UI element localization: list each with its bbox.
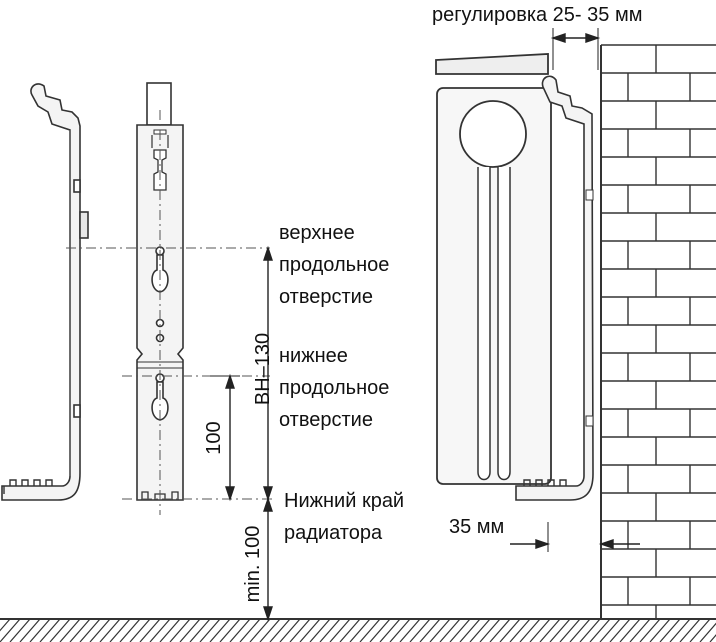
hatch-line — [189, 618, 211, 642]
hatch-line — [199, 618, 221, 642]
hatch-line — [79, 618, 101, 642]
hatch-line — [639, 618, 661, 642]
hatch-line — [619, 618, 641, 642]
hatch-line — [29, 618, 51, 642]
dimension-lines — [210, 28, 640, 622]
hatch-line — [569, 618, 591, 642]
hatch-line — [119, 618, 141, 642]
hatch-line — [209, 618, 231, 642]
hatch-line — [529, 618, 551, 642]
hatch-line — [269, 618, 291, 642]
hatch-line — [39, 618, 61, 642]
hatch-line — [559, 618, 581, 642]
brick-wall — [600, 44, 716, 619]
hatch-line — [539, 618, 561, 642]
upper-hole-label-line3: отверстие — [279, 286, 373, 308]
hatch-line — [589, 618, 611, 642]
hatch-line — [259, 618, 281, 642]
hatch-line — [139, 618, 161, 642]
hatch-line — [679, 618, 701, 642]
hatch-line — [549, 618, 571, 642]
hatch-line — [629, 618, 651, 642]
wall-gap-label: 35 мм — [449, 516, 505, 538]
hatch-line — [169, 618, 191, 642]
hatch-line — [369, 618, 391, 642]
hatch-line — [449, 618, 471, 642]
wall-bracket-right — [515, 75, 594, 501]
hatch-line — [609, 618, 631, 642]
hatch-line — [659, 618, 681, 642]
dimension-100-label: 100 — [203, 421, 225, 455]
hatch-line — [149, 618, 171, 642]
upper-hole-label-line2: продольное — [279, 254, 390, 276]
hatch-line — [299, 618, 321, 642]
hatch-line — [479, 618, 501, 642]
hatch-line — [469, 618, 491, 642]
side-bracket-left — [1, 83, 89, 501]
hatch-line — [9, 618, 31, 642]
hatch-line — [49, 618, 71, 642]
hatch-line — [339, 618, 361, 642]
hatch-line — [399, 618, 421, 642]
hatch-line — [419, 618, 441, 642]
hatch-line — [159, 618, 181, 642]
hatch-line — [439, 618, 461, 642]
hatch-line — [229, 618, 251, 642]
dimension-bh-label: BH–130 — [252, 332, 274, 406]
hatch-line — [319, 618, 341, 642]
hatch-line — [689, 618, 711, 642]
upper-hole-label-line1: верхнее — [279, 222, 355, 244]
reference-lines — [66, 110, 276, 515]
hatch-line — [109, 618, 131, 642]
hatch-line — [249, 618, 271, 642]
hatch-line — [649, 618, 671, 642]
hatch-line — [429, 618, 451, 642]
lower-hole-label-line2: продольное — [279, 377, 390, 399]
hatch-line — [289, 618, 311, 642]
hatch-line — [349, 618, 371, 642]
dimension-min100-label: min. 100 — [242, 525, 264, 603]
hatch-line — [709, 634, 716, 642]
bottom-edge-label-line1: Нижний край — [284, 490, 405, 512]
hatch-line — [179, 618, 201, 642]
hatch-line — [379, 618, 401, 642]
hatch-line — [459, 618, 481, 642]
hatch-line — [279, 618, 301, 642]
hatch-line — [329, 618, 351, 642]
hatch-line — [489, 618, 511, 642]
hatch-line — [309, 618, 331, 642]
hatch-line — [599, 618, 621, 642]
radiator-section — [435, 53, 552, 485]
hatch-line — [359, 618, 381, 642]
hatch-line — [0, 618, 21, 642]
hatch-line — [239, 618, 261, 642]
adjustment-label: регулировка 25- 35 мм — [432, 4, 643, 26]
hatch-line — [0, 618, 11, 632]
hatch-line — [669, 618, 691, 642]
hatch-line — [499, 618, 521, 642]
bottom-edge-label-line2: радиатора — [284, 522, 383, 544]
hatch-line — [409, 618, 431, 642]
hatch-line — [59, 618, 81, 642]
hatch-line — [519, 618, 541, 642]
hatch-line — [69, 618, 91, 642]
hatch-line — [579, 618, 601, 642]
hatch-line — [699, 622, 716, 642]
lower-hole-label-line3: отверстие — [279, 409, 373, 431]
hatch-line — [19, 618, 41, 642]
floor-hatching — [0, 618, 716, 642]
hatch-line — [89, 618, 111, 642]
hatch-line — [99, 618, 121, 642]
hatch-line — [219, 618, 241, 642]
hatch-line — [509, 618, 531, 642]
lower-hole-label-line1: нижнее — [279, 345, 348, 367]
hatch-line — [129, 618, 151, 642]
hatch-line — [389, 618, 411, 642]
